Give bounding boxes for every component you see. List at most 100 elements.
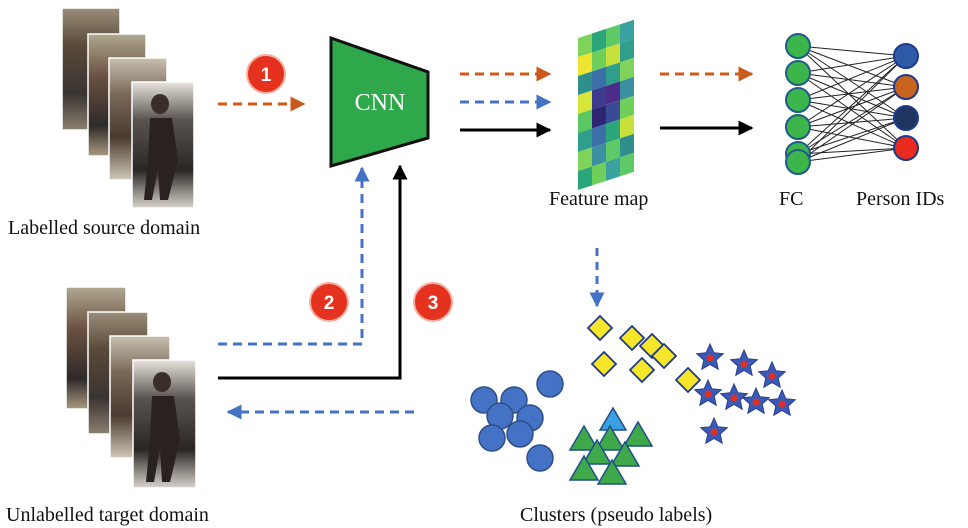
feature-cell	[592, 142, 606, 167]
fc-connection	[797, 147, 907, 163]
cluster-point	[598, 406, 628, 431]
feature-cell	[592, 104, 606, 129]
cluster-point	[526, 444, 554, 472]
feature-cell	[592, 85, 606, 110]
fc-connection	[797, 117, 907, 128]
feature-cell	[620, 19, 634, 44]
person-silhouette-icon	[151, 94, 169, 114]
cnn-label: CNN	[355, 90, 406, 116]
person-id-node	[893, 135, 919, 161]
feature-cell	[592, 123, 606, 148]
fc-node	[785, 114, 811, 140]
feature-cell	[620, 152, 634, 177]
feature-map	[578, 19, 634, 190]
star-center	[740, 360, 748, 368]
feature-cell	[578, 109, 592, 133]
cluster-point	[581, 438, 613, 465]
fc-connection	[797, 72, 907, 119]
feature-cell	[606, 138, 620, 162]
fc-connection	[797, 72, 907, 149]
target-image-stack	[65, 286, 197, 489]
star-center	[778, 400, 786, 408]
star-center	[730, 394, 738, 402]
star-center	[710, 428, 718, 436]
cluster-point	[568, 454, 600, 481]
fc-connection	[797, 117, 907, 163]
fc-connection	[797, 147, 907, 155]
feature-cell	[620, 57, 634, 82]
fc-connection	[797, 55, 907, 74]
fc-node	[785, 60, 811, 86]
feature-cell	[606, 81, 620, 105]
fc-connection	[797, 45, 907, 149]
feature-map-label: Feature map	[549, 188, 648, 210]
neural-network-icon	[329, 35, 430, 168]
person-silhouette-icon	[146, 396, 180, 482]
step3-arrow-target-to-cnn	[218, 164, 408, 380]
step-number: 3	[428, 293, 439, 314]
feature-cell	[606, 43, 620, 67]
step-badge-2: 2	[309, 282, 349, 322]
star-center	[752, 398, 760, 406]
feature-cell	[592, 66, 606, 91]
step-number: 1	[261, 65, 272, 86]
feature-cell	[592, 28, 606, 53]
cluster-point	[650, 342, 678, 370]
cnn-block: CNN	[329, 35, 430, 168]
feature-cell	[606, 157, 620, 181]
fc-label: FC	[779, 188, 803, 210]
fc-connection	[797, 117, 907, 155]
step-badge-3: 3	[413, 282, 453, 322]
feature-cell	[578, 166, 592, 190]
star-center	[768, 372, 776, 380]
cluster-point	[568, 424, 600, 451]
fc-connection	[797, 45, 907, 119]
person-silhouette-icon	[153, 372, 171, 392]
fc-connection	[797, 86, 907, 101]
fc-connection	[797, 55, 907, 128]
cluster-point	[536, 370, 564, 398]
clusters-label: Clusters (pseudo labels)	[520, 504, 712, 526]
feature-cell	[620, 133, 634, 158]
feature-cell	[606, 62, 620, 86]
fc-connection	[797, 86, 907, 128]
person-ids-label: Person IDs	[856, 188, 945, 210]
person-id-node	[893, 74, 919, 100]
fc-connection	[797, 72, 907, 88]
feature-cell	[578, 147, 592, 171]
cluster-point	[674, 366, 702, 394]
fc-connection	[797, 86, 907, 155]
feature-cell	[606, 119, 620, 143]
cluster-point	[590, 350, 618, 378]
cluster-point	[596, 458, 628, 485]
fc-network	[785, 33, 919, 175]
fc-connection	[797, 55, 907, 101]
cluster-point	[628, 356, 656, 384]
fc-connection	[797, 55, 907, 163]
cluster-circles	[470, 370, 564, 472]
star-center	[704, 390, 712, 398]
fc-connection	[797, 126, 907, 149]
feature-cell	[578, 71, 592, 95]
feature-cell	[620, 76, 634, 101]
feature-cell	[578, 90, 592, 114]
cluster-diamonds	[586, 314, 702, 394]
cluster-stars	[693, 342, 797, 445]
cluster-point	[594, 424, 626, 451]
cluster-point	[586, 314, 614, 342]
feature-cell	[578, 33, 592, 57]
feature-cell	[578, 52, 592, 76]
feature-cell	[578, 128, 592, 152]
feature-cell	[620, 114, 634, 139]
step-badge-1: 1	[246, 54, 286, 94]
fc-node	[785, 87, 811, 113]
fc-connection	[797, 86, 907, 163]
person-silhouette-icon	[144, 118, 178, 200]
feature-cell	[592, 161, 606, 186]
cluster-point	[609, 440, 641, 467]
feature-cell	[620, 95, 634, 120]
cluster-point	[506, 420, 534, 448]
star-center	[706, 354, 714, 362]
target-domain-label: Unlabelled target domain	[6, 504, 209, 526]
